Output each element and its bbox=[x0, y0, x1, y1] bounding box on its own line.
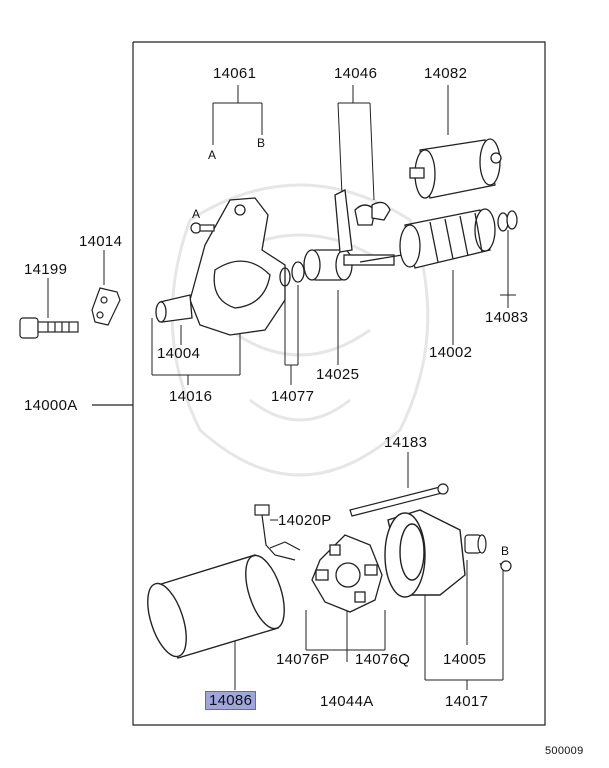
label-screw-a: A bbox=[192, 207, 201, 221]
through-bolt-14183 bbox=[349, 483, 449, 517]
label-14061-a: A bbox=[208, 148, 217, 162]
front-housing-14016 bbox=[155, 197, 286, 336]
label-14014[interactable]: 14014 bbox=[79, 233, 123, 250]
label-14061[interactable]: 14061 bbox=[213, 65, 257, 82]
screw-b bbox=[500, 560, 512, 572]
label-screw-b: B bbox=[501, 544, 510, 558]
yoke-14086 bbox=[147, 554, 285, 659]
lever-14046 bbox=[334, 189, 391, 253]
label-14082[interactable]: 14082 bbox=[424, 65, 468, 82]
label-14020p[interactable]: 14020P bbox=[278, 512, 332, 529]
label-14004[interactable]: 14004 bbox=[157, 345, 201, 362]
label-14016[interactable]: 14016 bbox=[169, 388, 213, 405]
label-14076q[interactable]: 14076Q bbox=[355, 651, 411, 668]
terminal-14020p bbox=[254, 504, 301, 561]
label-14061-b: B bbox=[257, 136, 266, 150]
label-14005[interactable]: 14005 bbox=[443, 651, 487, 668]
label-14000a[interactable]: 14000A bbox=[24, 397, 78, 414]
label-14076p[interactable]: 14076P bbox=[276, 651, 330, 668]
label-14017[interactable]: 14017 bbox=[445, 693, 489, 710]
brush-holder-14044a bbox=[311, 534, 383, 613]
assembly-bracket bbox=[92, 41, 546, 726]
clutch-14025 bbox=[303, 249, 395, 281]
bearing-14005 bbox=[464, 534, 487, 554]
label-14044a[interactable]: 14044A bbox=[320, 693, 374, 710]
label-14077[interactable]: 14077 bbox=[271, 388, 315, 405]
label-14002[interactable]: 14002 bbox=[429, 344, 473, 361]
label-14025[interactable]: 14025 bbox=[316, 366, 360, 383]
label-14199[interactable]: 14199 bbox=[24, 261, 68, 278]
solenoid-14082 bbox=[409, 138, 502, 199]
label-14183[interactable]: 14183 bbox=[384, 434, 428, 451]
label-14086-highlighted[interactable]: 14086 bbox=[205, 691, 257, 710]
rear-bracket-14017 bbox=[384, 509, 466, 598]
snap-rings-14077 bbox=[279, 261, 305, 287]
plate-14014 bbox=[91, 287, 121, 326]
diagram-code: 500009 bbox=[545, 745, 584, 757]
armature-14002 bbox=[359, 208, 518, 269]
screw-a bbox=[190, 222, 215, 234]
label-14046[interactable]: 14046 bbox=[334, 65, 378, 82]
bolt-14199 bbox=[19, 317, 79, 339]
label-14083[interactable]: 14083 bbox=[485, 309, 529, 326]
